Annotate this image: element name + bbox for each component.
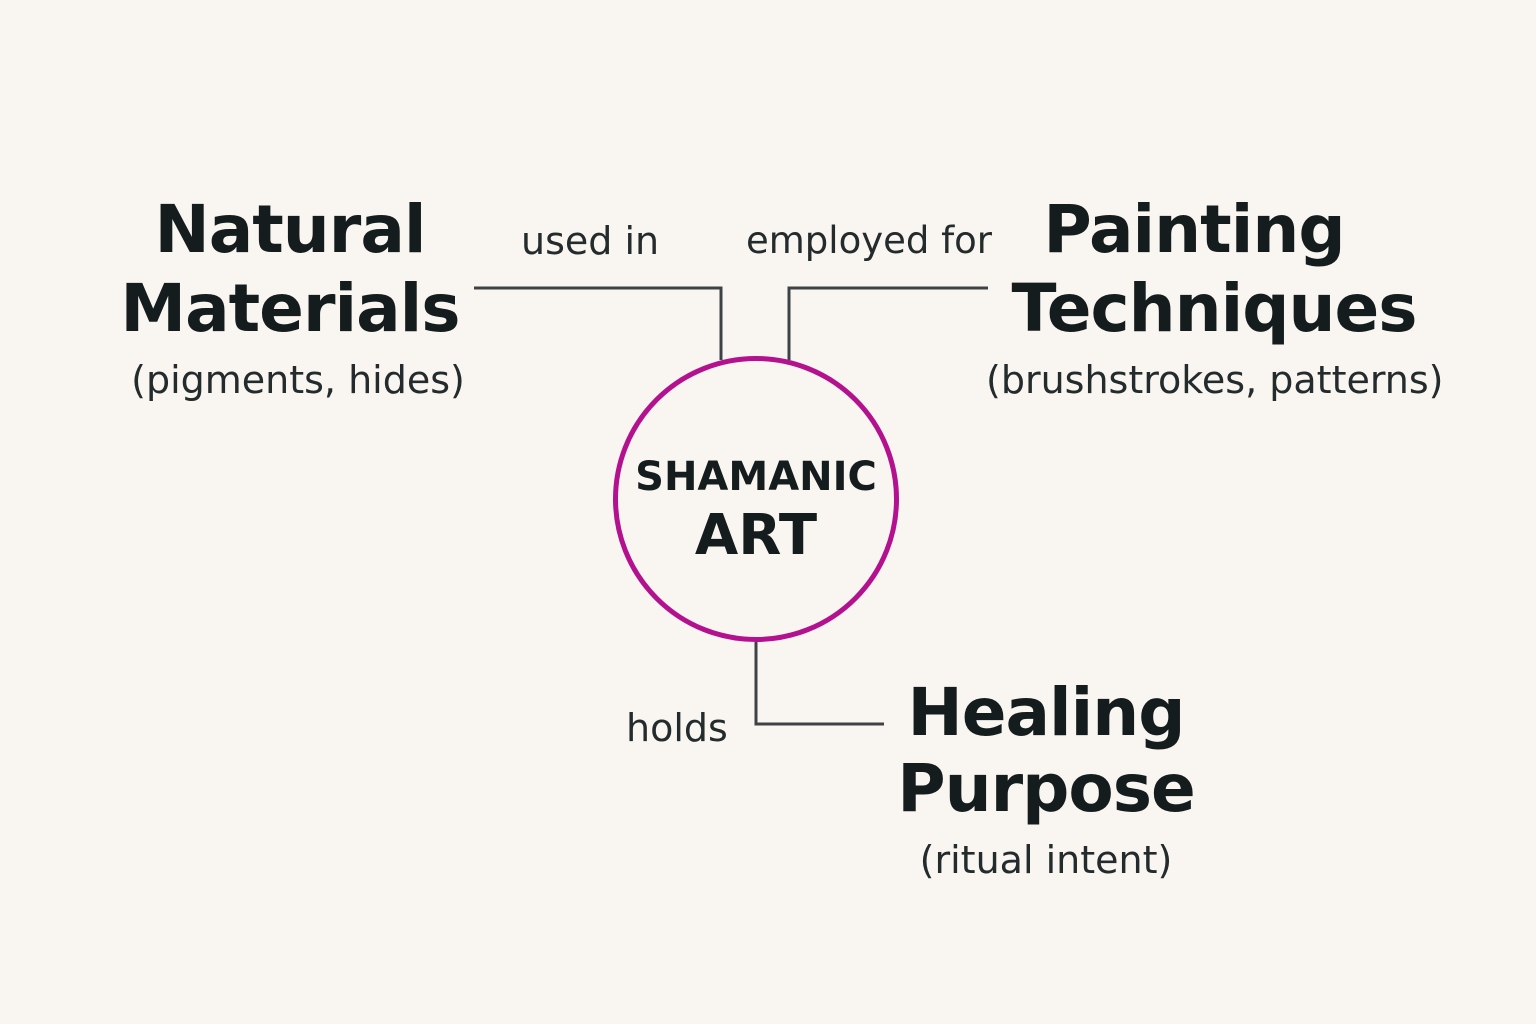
center-node-label-line1: SHAMANIC [635,454,877,500]
natural-materials-subtitle: (pigments, hides) [131,358,465,402]
natural-materials-title-line2: Materials [120,270,460,347]
edge-label-holds: holds [626,706,728,750]
painting-techniques-subtitle: (brushstrokes, patterns) [986,358,1444,402]
natural-materials-title-line1: Natural [154,191,426,268]
painting-techniques-title-line1: Painting [1043,191,1345,268]
connector-healing-purpose [754,642,884,726]
healing-purpose-subtitle: (ritual intent) [919,838,1173,882]
center-node-shamanic-art: SHAMANIC ART [613,356,899,642]
edge-label-employed-for: employed for [746,219,992,262]
healing-purpose-title-line1: Healing [907,674,1185,751]
healing-purpose-title-line2: Purpose [897,750,1196,827]
connector-painting-techniques [787,286,988,360]
connector-natural-materials [474,286,723,360]
painting-techniques-title-line2: Techniques [1011,270,1417,347]
edge-label-used-in: used in [521,219,660,263]
center-node-label-line2: ART [694,503,818,568]
